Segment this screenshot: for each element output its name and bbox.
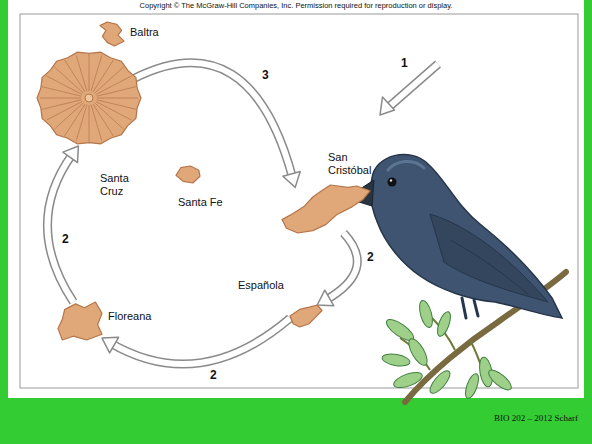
white-panel xyxy=(8,0,584,398)
finch-illustration xyxy=(346,154,566,402)
island: Floreana xyxy=(58,302,102,340)
course-footer: BIO 202 – 2012 Scharf xyxy=(440,412,578,424)
island: Baltra xyxy=(100,22,124,46)
island: Santa Fe xyxy=(176,166,200,183)
migration-arrow xyxy=(47,146,78,302)
island: Española xyxy=(290,305,322,327)
island-name: Santa Cruz xyxy=(100,172,140,198)
island-shape xyxy=(282,185,370,233)
island-shape xyxy=(176,166,200,183)
island-shape xyxy=(290,305,322,327)
migration-arrow xyxy=(134,63,301,188)
copyright-notice: Copyright © The McGraw-Hill Companies, I… xyxy=(8,1,584,12)
island-name: San Cristóbal xyxy=(328,151,384,177)
island-name: Baltra xyxy=(130,26,190,39)
island-shape xyxy=(58,302,102,340)
island-name: Floreana xyxy=(108,310,168,323)
figure-frame xyxy=(20,14,578,388)
migration-arrow xyxy=(102,318,290,364)
arrow-number: 2 xyxy=(210,368,217,382)
island: San Cristóbal xyxy=(282,185,370,233)
island: Santa Cruz xyxy=(36,50,142,146)
island-shape xyxy=(36,50,142,146)
incoming-arrow xyxy=(380,64,438,115)
arrow-number: 3 xyxy=(262,68,269,82)
callout-number: 1 xyxy=(401,56,421,71)
island-name: Española xyxy=(238,279,298,292)
island-shape xyxy=(100,22,124,46)
migration-arrow xyxy=(317,233,357,306)
island-name: Santa Fe xyxy=(178,196,248,209)
arrow-number: 2 xyxy=(367,250,374,264)
arrow-number: 2 xyxy=(62,232,69,246)
